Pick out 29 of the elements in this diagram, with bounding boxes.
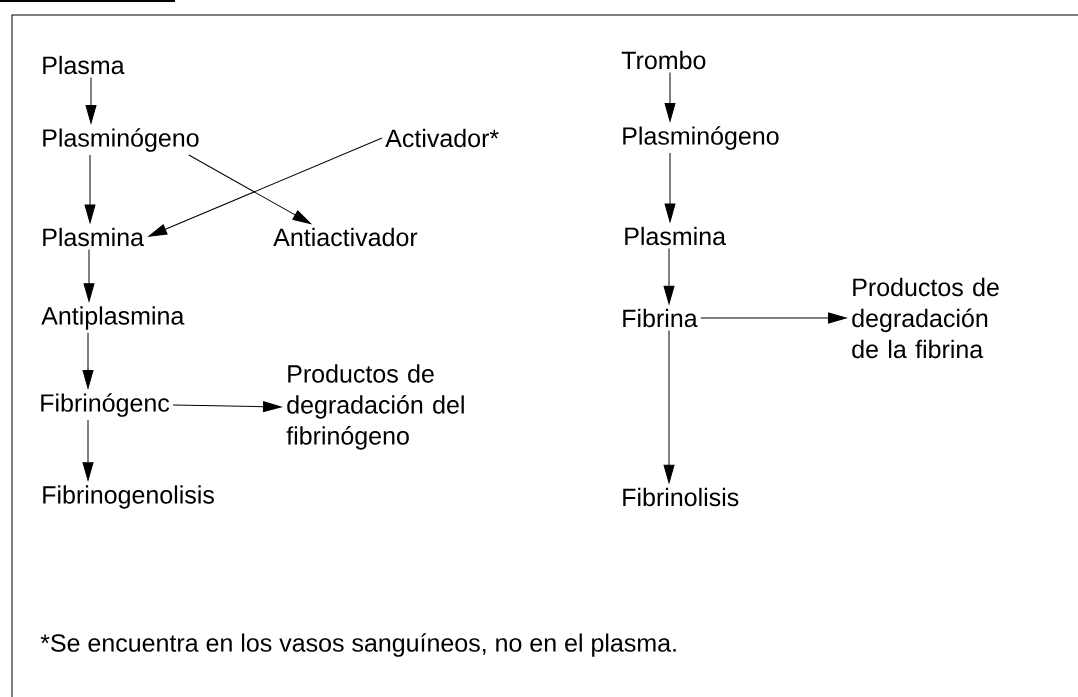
arrow — [85, 76, 97, 124]
node-text: Plasmina — [625, 226, 726, 246]
arrow — [172, 401, 282, 413]
arrow — [188, 154, 312, 225]
arrow — [148, 137, 383, 237]
arrow — [83, 248, 95, 302]
node-text: Trombo — [621, 50, 706, 70]
arrow — [82, 332, 94, 389]
arrow — [664, 71, 676, 122]
node-text: Fibrinolisis — [623, 487, 739, 507]
node-text: Antiplasmina — [41, 306, 185, 330]
node-text: Productos de degradación de la fibrina — [852, 277, 999, 359]
node-text: Plasminógeno — [623, 126, 779, 150]
node-text: Fibrina — [623, 308, 698, 328]
arrow — [664, 152, 676, 223]
node-text: Plasma — [43, 55, 125, 75]
arrow — [700, 312, 847, 324]
node-text: Antiactivador — [273, 227, 418, 247]
node-text: Fibrinógenc — [41, 393, 170, 417]
arrow — [82, 419, 94, 481]
footnote: *Se encuentra en los vasos sanguíneos, no en el plasma. — [40, 633, 676, 657]
node-text: Activador* — [385, 128, 499, 148]
arrow — [84, 154, 96, 224]
arrow — [663, 247, 675, 305]
node-text: Fibrinogenolisis — [43, 485, 214, 509]
node-text: Plasmina — [43, 227, 144, 247]
node-text: Productos de degradación del fibrinógeno — [286, 364, 464, 450]
node-text: Plasminógeno — [43, 128, 199, 152]
arrow — [663, 329, 675, 484]
